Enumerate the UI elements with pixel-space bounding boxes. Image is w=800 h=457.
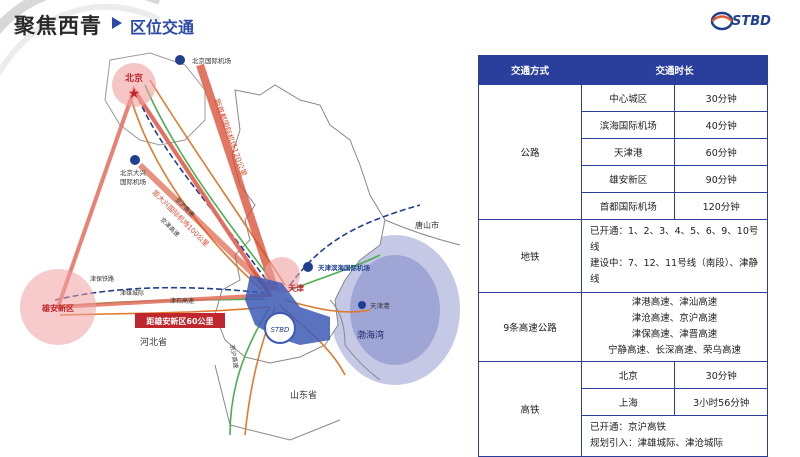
table-row: 雄安新区 90分钟: [479, 165, 768, 193]
hsr-dest: 北京: [580, 361, 676, 389]
road-time: 90分钟: [674, 165, 768, 193]
table-row: 公路 中心城区 30分钟: [478, 84, 768, 220]
table-header-row: 交通方式 交通时长: [478, 55, 768, 85]
bohai-label: 渤海湾: [357, 329, 384, 341]
logo-text: STBD: [732, 14, 771, 29]
header-swoosh-decoration: [0, 0, 160, 77]
hsr-category: 高铁: [478, 361, 582, 457]
svg-text:国际机场: 国际机场: [120, 177, 147, 186]
xiongan-distance-box: [135, 313, 225, 328]
table-row: 地铁 已开通：1、2、3、4、5、6、9、10号线 建设中：7、12、11号线（…: [478, 219, 768, 293]
tianjin-airport-label: 天津滨海国际机场: [318, 263, 371, 272]
hebei-label: 河北省: [140, 336, 167, 348]
page-title: 聚焦西青: [14, 14, 102, 38]
road-dest: 中心城区: [580, 84, 676, 112]
stbd-badge: [264, 312, 296, 344]
table-header-time: 交通时长: [581, 55, 768, 85]
hsr-time: 3小时56分钟: [674, 388, 768, 416]
road-label: 津石高速: [170, 297, 194, 305]
stbd-logo: [710, 11, 734, 31]
airport-icon: [130, 155, 140, 165]
road-time: 120分钟: [674, 192, 768, 220]
shandong-label: 山东省: [290, 389, 317, 401]
road-dest: 雄安新区: [580, 165, 676, 193]
table-row: 9条高速公路 津港高速、津汕高速 津沧高速、京沪高速 津保高速、津晋高速 宁静高…: [478, 292, 768, 362]
metro-building-lines: 建设中：7、12、11号线（南段）、津静线: [590, 258, 758, 285]
xiongan-distance-label: 距雄安新区60公里: [146, 316, 213, 326]
table-header-mode: 交通方式: [478, 55, 582, 85]
road-dest: 首都国际机场: [580, 192, 676, 220]
hsr-open-lines: 已开通：京沪高铁: [590, 422, 667, 433]
location-map: 北京 ★ 雄安新区 天津 STBD 北京国际机场 北京大兴 国际机场 天津滨海国…: [0, 45, 470, 450]
page-subtitle: 区位交通: [130, 18, 195, 37]
beijing-star-icon: ★: [128, 86, 141, 102]
metro-open-lines: 已开通：1、2、3、4、5、6、9、10号线: [590, 226, 759, 253]
stbd-badge-text: STBD: [271, 326, 291, 334]
hsr-lines: 已开通：京沪高铁 规划引入：津雄城际、津沧城际: [581, 415, 768, 457]
road-category: 公路: [478, 84, 582, 220]
bohai-sea-area: [330, 235, 460, 385]
hsr-planned-lines: 规划引入：津雄城际、津沧城际: [590, 438, 724, 449]
road-time: 60分钟: [674, 138, 768, 166]
xiongan-marker: [20, 269, 96, 345]
airport-icon: [303, 262, 313, 272]
expressway-line: 宁静高速、长深高速、荣乌高速: [607, 345, 741, 356]
table-row: 滨海国际机场 40分钟: [479, 111, 768, 139]
expressway-category: 9条高速公路: [478, 292, 582, 362]
beijing-label: 北京: [125, 72, 143, 84]
expressway-line: 津港高速、津汕高速: [631, 297, 718, 308]
road-dest: 天津港: [580, 138, 676, 166]
tianjin-label: 天津: [288, 283, 304, 293]
metro-category: 地铁: [478, 219, 582, 293]
metro-lines: 已开通：1、2、3、4、5、6、9、10号线 建设中：7、12、11号线（南段）…: [581, 219, 768, 293]
hsr-time: 30分钟: [674, 361, 768, 389]
traffic-table: 交通方式 交通时长 公路 中心城区 30分钟 滨海国际机场 40分钟 天津港 6…: [478, 55, 768, 457]
capital-airport-route: [196, 63, 279, 292]
road-dest: 滨海国际机场: [580, 111, 676, 139]
expressway-line: 津保高速、津晋高速: [631, 329, 718, 340]
hsr-dest: 上海: [580, 388, 676, 416]
table-row: 天津港 60分钟: [479, 138, 768, 166]
daxing-airport-route: [137, 162, 273, 293]
rail-label: 津雄城际: [120, 289, 144, 297]
expressway-list: 津港高速、津汕高速 津沧高速、京沪高速 津保高速、津晋高速 宁静高速、长深高速、…: [581, 292, 768, 362]
beijing-airport-label: 北京国际机场: [192, 56, 232, 65]
road-time: 30分钟: [674, 84, 768, 112]
tangshan-label: 唐山市: [415, 220, 439, 230]
port-icon: [358, 301, 366, 309]
expressway-line: 津沧高速、京沪高速: [631, 313, 718, 324]
tianjin-port-label: 天津港: [370, 301, 390, 310]
table-row: 高铁 北京 30分钟: [478, 361, 768, 457]
daxing-airport-label: 北京大兴: [120, 168, 147, 177]
title-arrow-icon: [112, 17, 122, 29]
beijing-marker: [112, 63, 156, 107]
airport-icon: [175, 55, 185, 65]
rail-label: 津保铁路: [90, 275, 114, 283]
xiongan-label: 雄安新区: [41, 303, 74, 313]
table-row: 上海 3小时56分钟: [479, 388, 768, 416]
road-time: 40分钟: [674, 111, 768, 139]
table-row: 首都国际机场 120分钟: [479, 192, 768, 220]
